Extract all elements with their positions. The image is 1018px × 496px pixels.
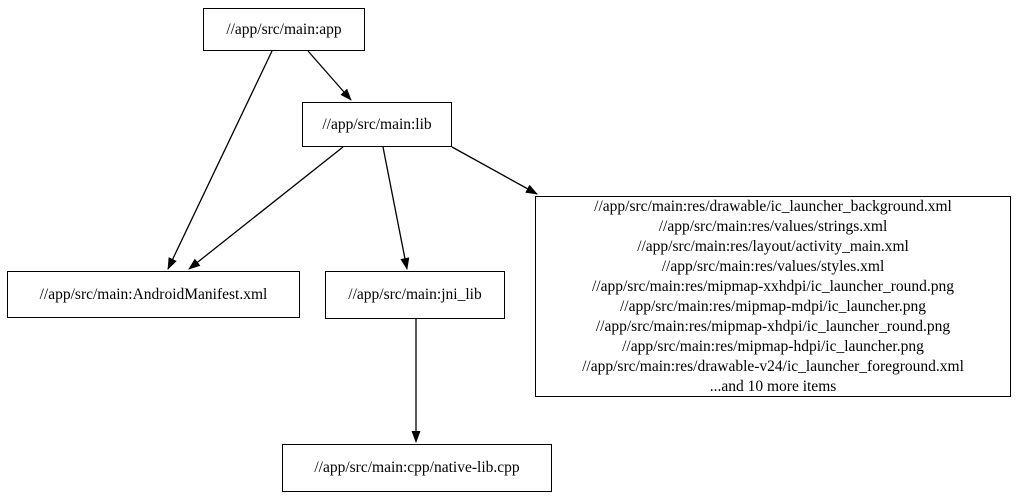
edge-lib-to-jni-lib [382,146,410,270]
res-file-label: //app/src/main:res/values/strings.xml [658,217,888,235]
res-file-label: //app/src/main:res/drawable-v24/ic_launc… [582,357,964,375]
edge-app-to-lib [307,50,352,101]
edge-app-to-manifest [167,50,273,270]
node-label: //app/src/main:jni_lib [348,286,482,303]
node-android-manifest: //app/src/main:AndroidManifest.xml [7,271,300,318]
node-label: //app/src/main:AndroidManifest.xml [39,285,268,303]
node-native-lib-cpp: //app/src/main:cpp/native-lib.cpp [282,444,552,492]
res-file-label: //app/src/main:res/values/styles.xml [661,257,885,275]
res-file-label: //app/src/main:res/layout/activity_main.… [637,237,909,255]
edge-lib-to-res-group [451,146,538,195]
node-res-file-group: //app/src/main:res/drawable/ic_launcher_… [535,196,1011,397]
res-file-label: //app/src/main:res/mipmap-xxhdpi/ic_laun… [591,277,954,295]
res-file-label: //app/src/main:res/mipmap-hdpi/ic_launch… [622,337,924,355]
node-label: //app/src/main:app [226,20,342,38]
edge-lib-to-manifest [188,146,344,270]
res-more-items-label: ...and 10 more items [709,377,837,395]
node-app-target: //app/src/main:app [203,8,365,51]
res-file-label: //app/src/main:res/mipmap-mdpi/ic_launch… [619,297,927,315]
res-file-label: //app/src/main:res/mipmap-xhdpi/ic_launc… [595,317,951,335]
node-lib-target: //app/src/main:lib [302,102,452,147]
node-jni-lib: //app/src/main:jni_lib [325,271,505,319]
node-label: //app/src/main:cpp/native-lib.cpp [314,459,520,476]
node-label: //app/src/main:lib [322,115,432,133]
res-file-label: //app/src/main:res/drawable/ic_launcher_… [594,197,952,215]
